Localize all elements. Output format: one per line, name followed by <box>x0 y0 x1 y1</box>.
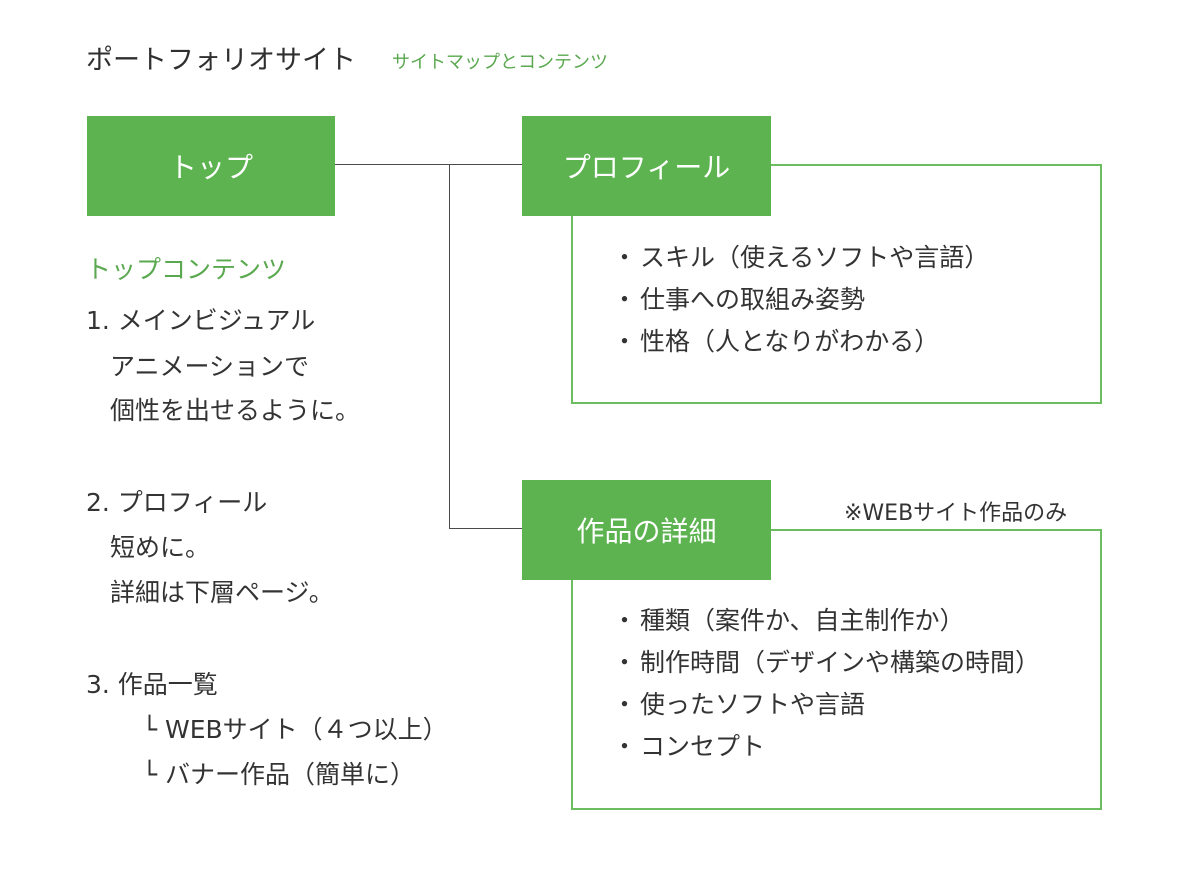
list-item: ・種類（案件か、自主制作か） <box>612 600 1040 642</box>
node-top-label: トップ <box>168 151 253 184</box>
list-item: ・性格（人となりがわかる） <box>612 321 989 363</box>
profile-content-frame <box>571 164 1102 404</box>
section-line: └ バナー作品（簡単に） <box>142 760 415 789</box>
bullet-icon: ・ <box>612 327 638 356</box>
node-works-label: 作品の詳細 <box>576 515 717 548</box>
connector-vertical-trunk <box>449 164 450 529</box>
bullet-icon: ・ <box>612 606 638 635</box>
node-works: 作品の詳細 <box>522 480 771 580</box>
bullet-icon: ・ <box>612 648 638 677</box>
works-item-list: ・種類（案件か、自主制作か） ・制作時間（デザインや構築の時間） ・使ったソフト… <box>612 600 1040 768</box>
bullet-icon: ・ <box>612 243 638 272</box>
section-line: アニメーションで <box>110 352 310 381</box>
section-title: 2. プロフィール <box>86 488 268 517</box>
list-item: ・コンセプト <box>612 726 1040 768</box>
works-note: ※WEBサイト作品のみ <box>844 501 1068 526</box>
node-top: トップ <box>87 116 335 216</box>
section-title: 3. 作品一覧 <box>86 670 218 699</box>
connector-to-works <box>449 528 522 529</box>
list-item: ・仕事への取組み姿勢 <box>612 279 989 321</box>
list-item: ・使ったソフトや言語 <box>612 684 1040 726</box>
node-profile-label: プロフィール <box>562 151 731 184</box>
page-title: ポートフォリオサイト <box>86 45 356 76</box>
section-line: └ WEBサイト（４つ以上） <box>142 715 448 744</box>
node-profile: プロフィール <box>522 116 771 216</box>
works-content-frame <box>571 529 1102 810</box>
section-line: 個性を出せるように。 <box>110 396 361 425</box>
bullet-icon: ・ <box>612 285 638 314</box>
profile-item-list: ・スキル（使えるソフトや言語） ・仕事への取組み姿勢 ・性格（人となりがわかる） <box>612 237 989 363</box>
section-title: 1. メインビジュアル <box>86 306 316 335</box>
section-line: 詳細は下層ページ。 <box>110 578 334 607</box>
list-item: ・制作時間（デザインや構築の時間） <box>612 642 1040 684</box>
top-contents-heading: トップコンテンツ <box>86 255 287 284</box>
connector-top-to-profile <box>335 164 522 165</box>
page-subtitle: サイトマップとコンテンツ <box>392 52 608 73</box>
list-item: ・スキル（使えるソフトや言語） <box>612 237 989 279</box>
bullet-icon: ・ <box>612 690 638 719</box>
bullet-icon: ・ <box>612 732 638 761</box>
section-line: 短めに。 <box>110 533 211 562</box>
